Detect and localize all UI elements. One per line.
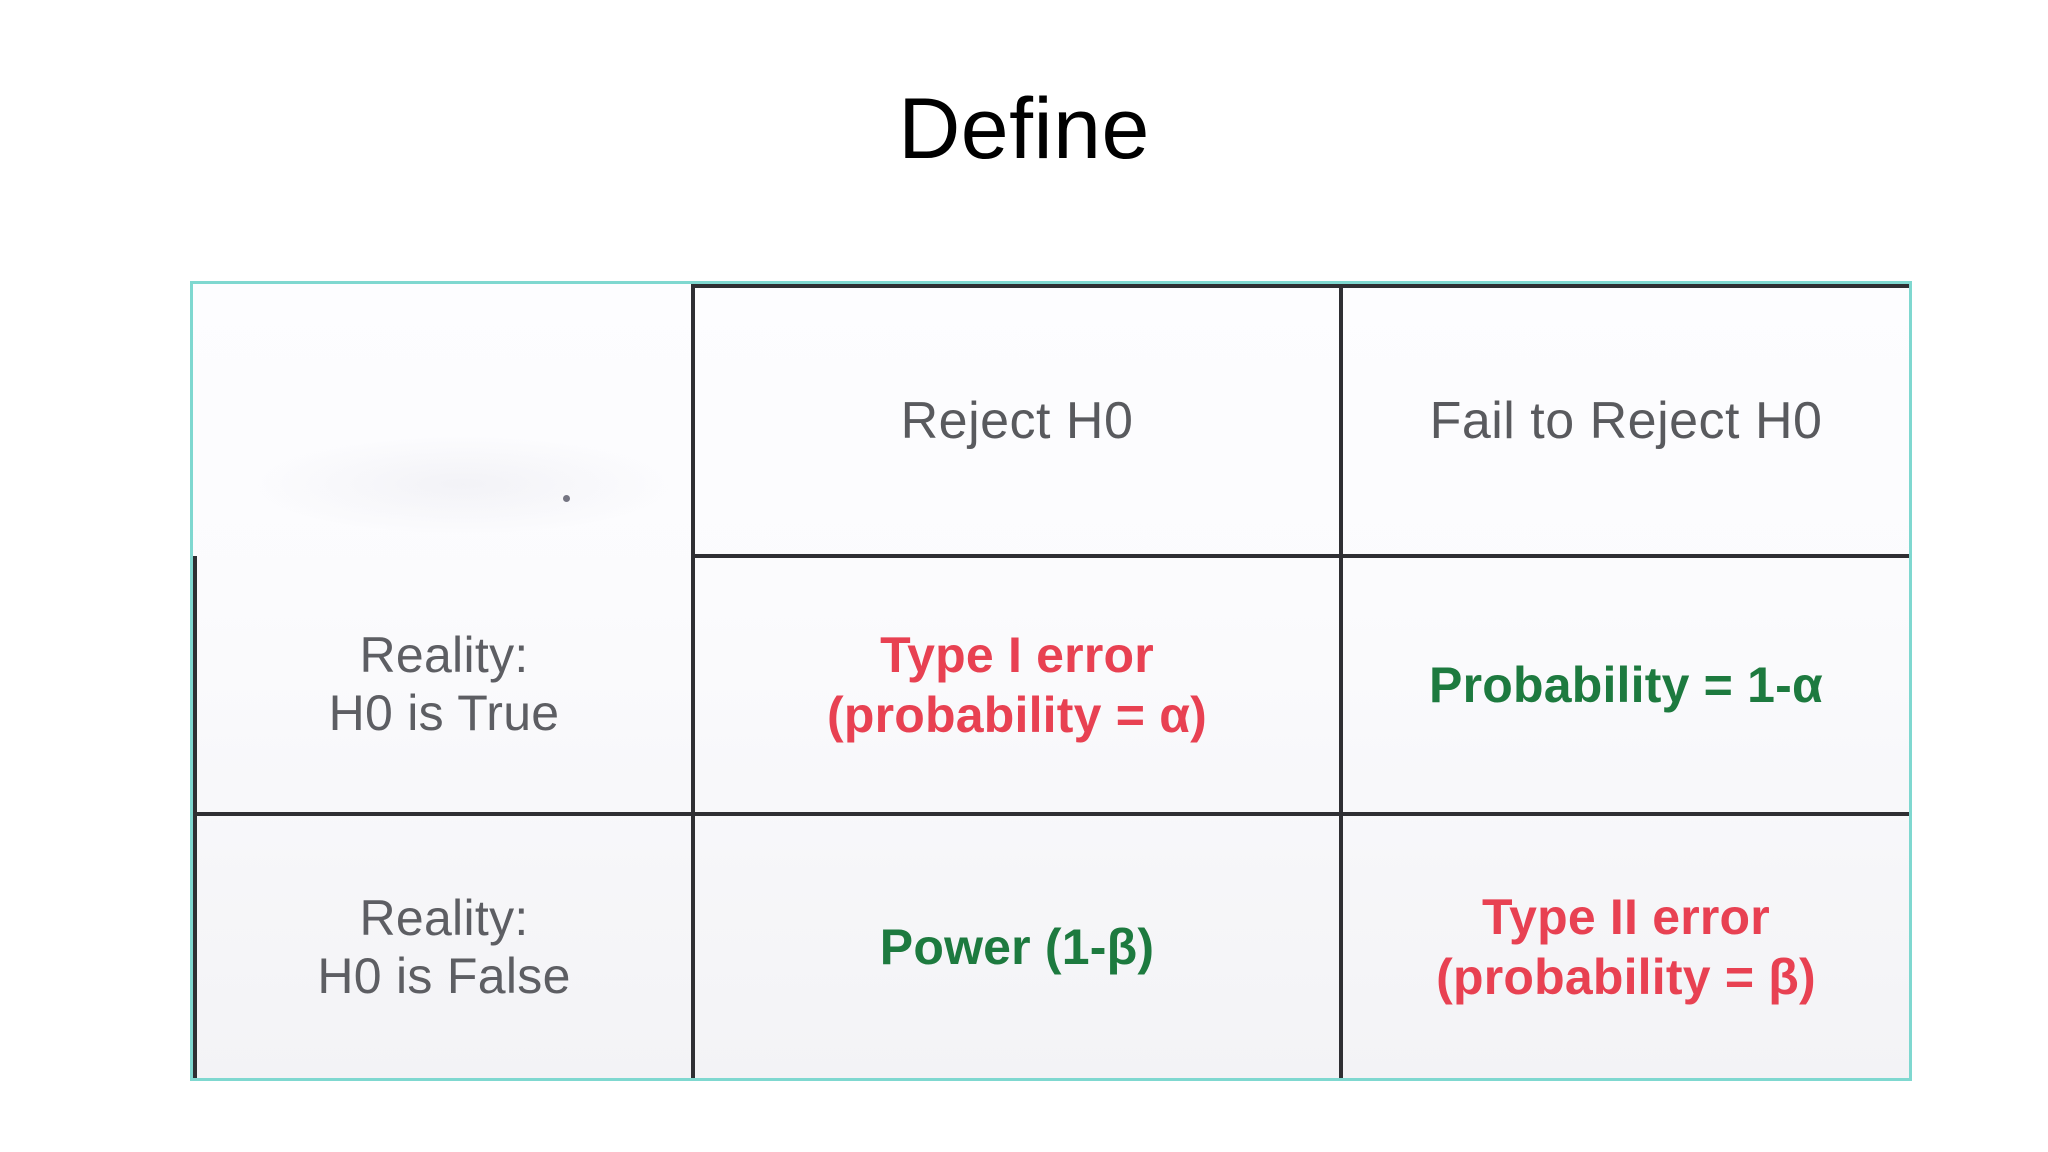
column-header-fail-to-reject-h0: Fail to Reject H0 <box>1339 284 1909 558</box>
cell-power-text: Power (1-β) <box>695 917 1339 977</box>
cell-power-line1: Power (1-β) <box>879 919 1155 975</box>
page-title: Define <box>898 81 1150 177</box>
table-corner-cell <box>195 286 693 556</box>
table-row-h0-true: Reality: H0 is True Type I error (probab… <box>193 556 1909 816</box>
cell-probability-1-minus-alpha-line1: Probability = 1-α <box>1429 657 1823 713</box>
cell-probability-1-minus-alpha-text: Probability = 1-α <box>1343 655 1909 715</box>
hypothesis-decision-table: Reject H0 Fail to Reject H0 Reality: H0 … <box>193 284 1909 1078</box>
cell-power: Power (1-β) <box>691 814 1341 1078</box>
row-label-h0-false-line2: H0 is False <box>317 948 571 1004</box>
cell-type-1-error-line2: (probability = α) <box>827 687 1207 743</box>
cell-type-1-error-text: Type I error (probability = α) <box>695 625 1339 745</box>
column-header-reject-h0: Reject H0 <box>691 284 1341 558</box>
scan-dot <box>563 495 570 502</box>
cell-type-2-error: Type II error (probability = β) <box>1339 814 1909 1078</box>
row-label-h0-false-line1: Reality: <box>359 890 529 946</box>
column-header-reject-h0-label: Reject H0 <box>900 392 1134 450</box>
cell-type-1-error: Type I error (probability = α) <box>691 556 1341 816</box>
row-label-h0-true-line1: Reality: <box>359 627 529 683</box>
cell-type-2-error-text: Type II error (probability = β) <box>1343 887 1909 1007</box>
column-header-fail-to-reject-h0-label: Fail to Reject H0 <box>1429 392 1823 450</box>
row-label-h0-true-text: Reality: H0 is True <box>197 626 691 742</box>
table-row-h0-false: Reality: H0 is False Power (1-β) Type II… <box>193 814 1909 1078</box>
cell-type-1-error-line1: Type I error <box>880 627 1154 683</box>
hypothesis-matrix-picture: Reject H0 Fail to Reject H0 Reality: H0 … <box>190 281 1912 1081</box>
cell-type-2-error-line1: Type II error <box>1482 889 1770 945</box>
cell-probability-1-minus-alpha: Probability = 1-α <box>1339 556 1909 816</box>
cell-type-2-error-line2: (probability = β) <box>1436 949 1816 1005</box>
row-label-h0-false-text: Reality: H0 is False <box>197 889 691 1005</box>
row-label-h0-true-line2: H0 is True <box>328 685 560 741</box>
table-header-row: Reject H0 Fail to Reject H0 <box>195 284 1909 558</box>
row-label-h0-false: Reality: H0 is False <box>193 814 693 1078</box>
row-label-h0-true: Reality: H0 is True <box>193 556 693 816</box>
